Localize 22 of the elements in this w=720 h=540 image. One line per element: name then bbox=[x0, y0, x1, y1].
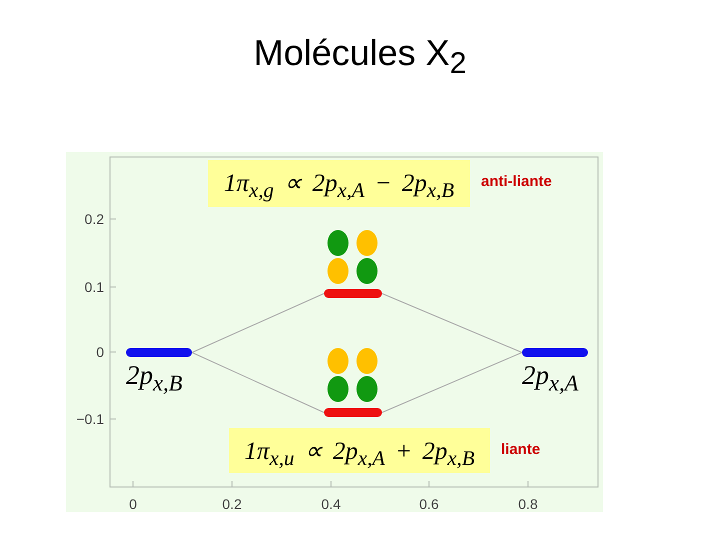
axis-tick-label: 0.1 bbox=[84, 279, 104, 295]
connector-line bbox=[192, 352, 324, 413]
connector-line bbox=[192, 293, 324, 353]
axis-tick-label: 0 bbox=[129, 496, 137, 512]
energy-level-bar bbox=[324, 289, 382, 298]
connector-line bbox=[382, 293, 522, 353]
axis-tick-label: −0.1 bbox=[76, 411, 104, 427]
connector-line bbox=[382, 352, 522, 413]
axis-tick-label: 0.6 bbox=[419, 496, 439, 512]
axis-tick-label: 0.4 bbox=[321, 496, 341, 512]
orbital-type-label: anti-liante bbox=[481, 173, 552, 190]
axis-tick-label: 0.2 bbox=[84, 211, 104, 227]
axis-tick-label: 0.8 bbox=[518, 496, 538, 512]
axis-tick-label: 0.2 bbox=[222, 496, 242, 512]
level-label: 2p$_{x,A}$ bbox=[522, 360, 578, 396]
formula-box: 1π$_{x,u}$ ∝ 2p$_{x,A}$ + 2p$_{x,B}$ bbox=[229, 428, 490, 473]
axis-tick-label: 0 bbox=[96, 344, 104, 360]
level-label: 2p$_{x,B}$ bbox=[126, 360, 182, 396]
formula-box: 1π$_{x,g}$ ∝ 2p$_{x,A}$ − 2p$_{x,B}$ bbox=[208, 160, 470, 207]
orbital-type-label: liante bbox=[501, 441, 540, 458]
energy-level-bar bbox=[324, 408, 382, 417]
title: Molécules X$_{2}$ bbox=[254, 32, 466, 73]
